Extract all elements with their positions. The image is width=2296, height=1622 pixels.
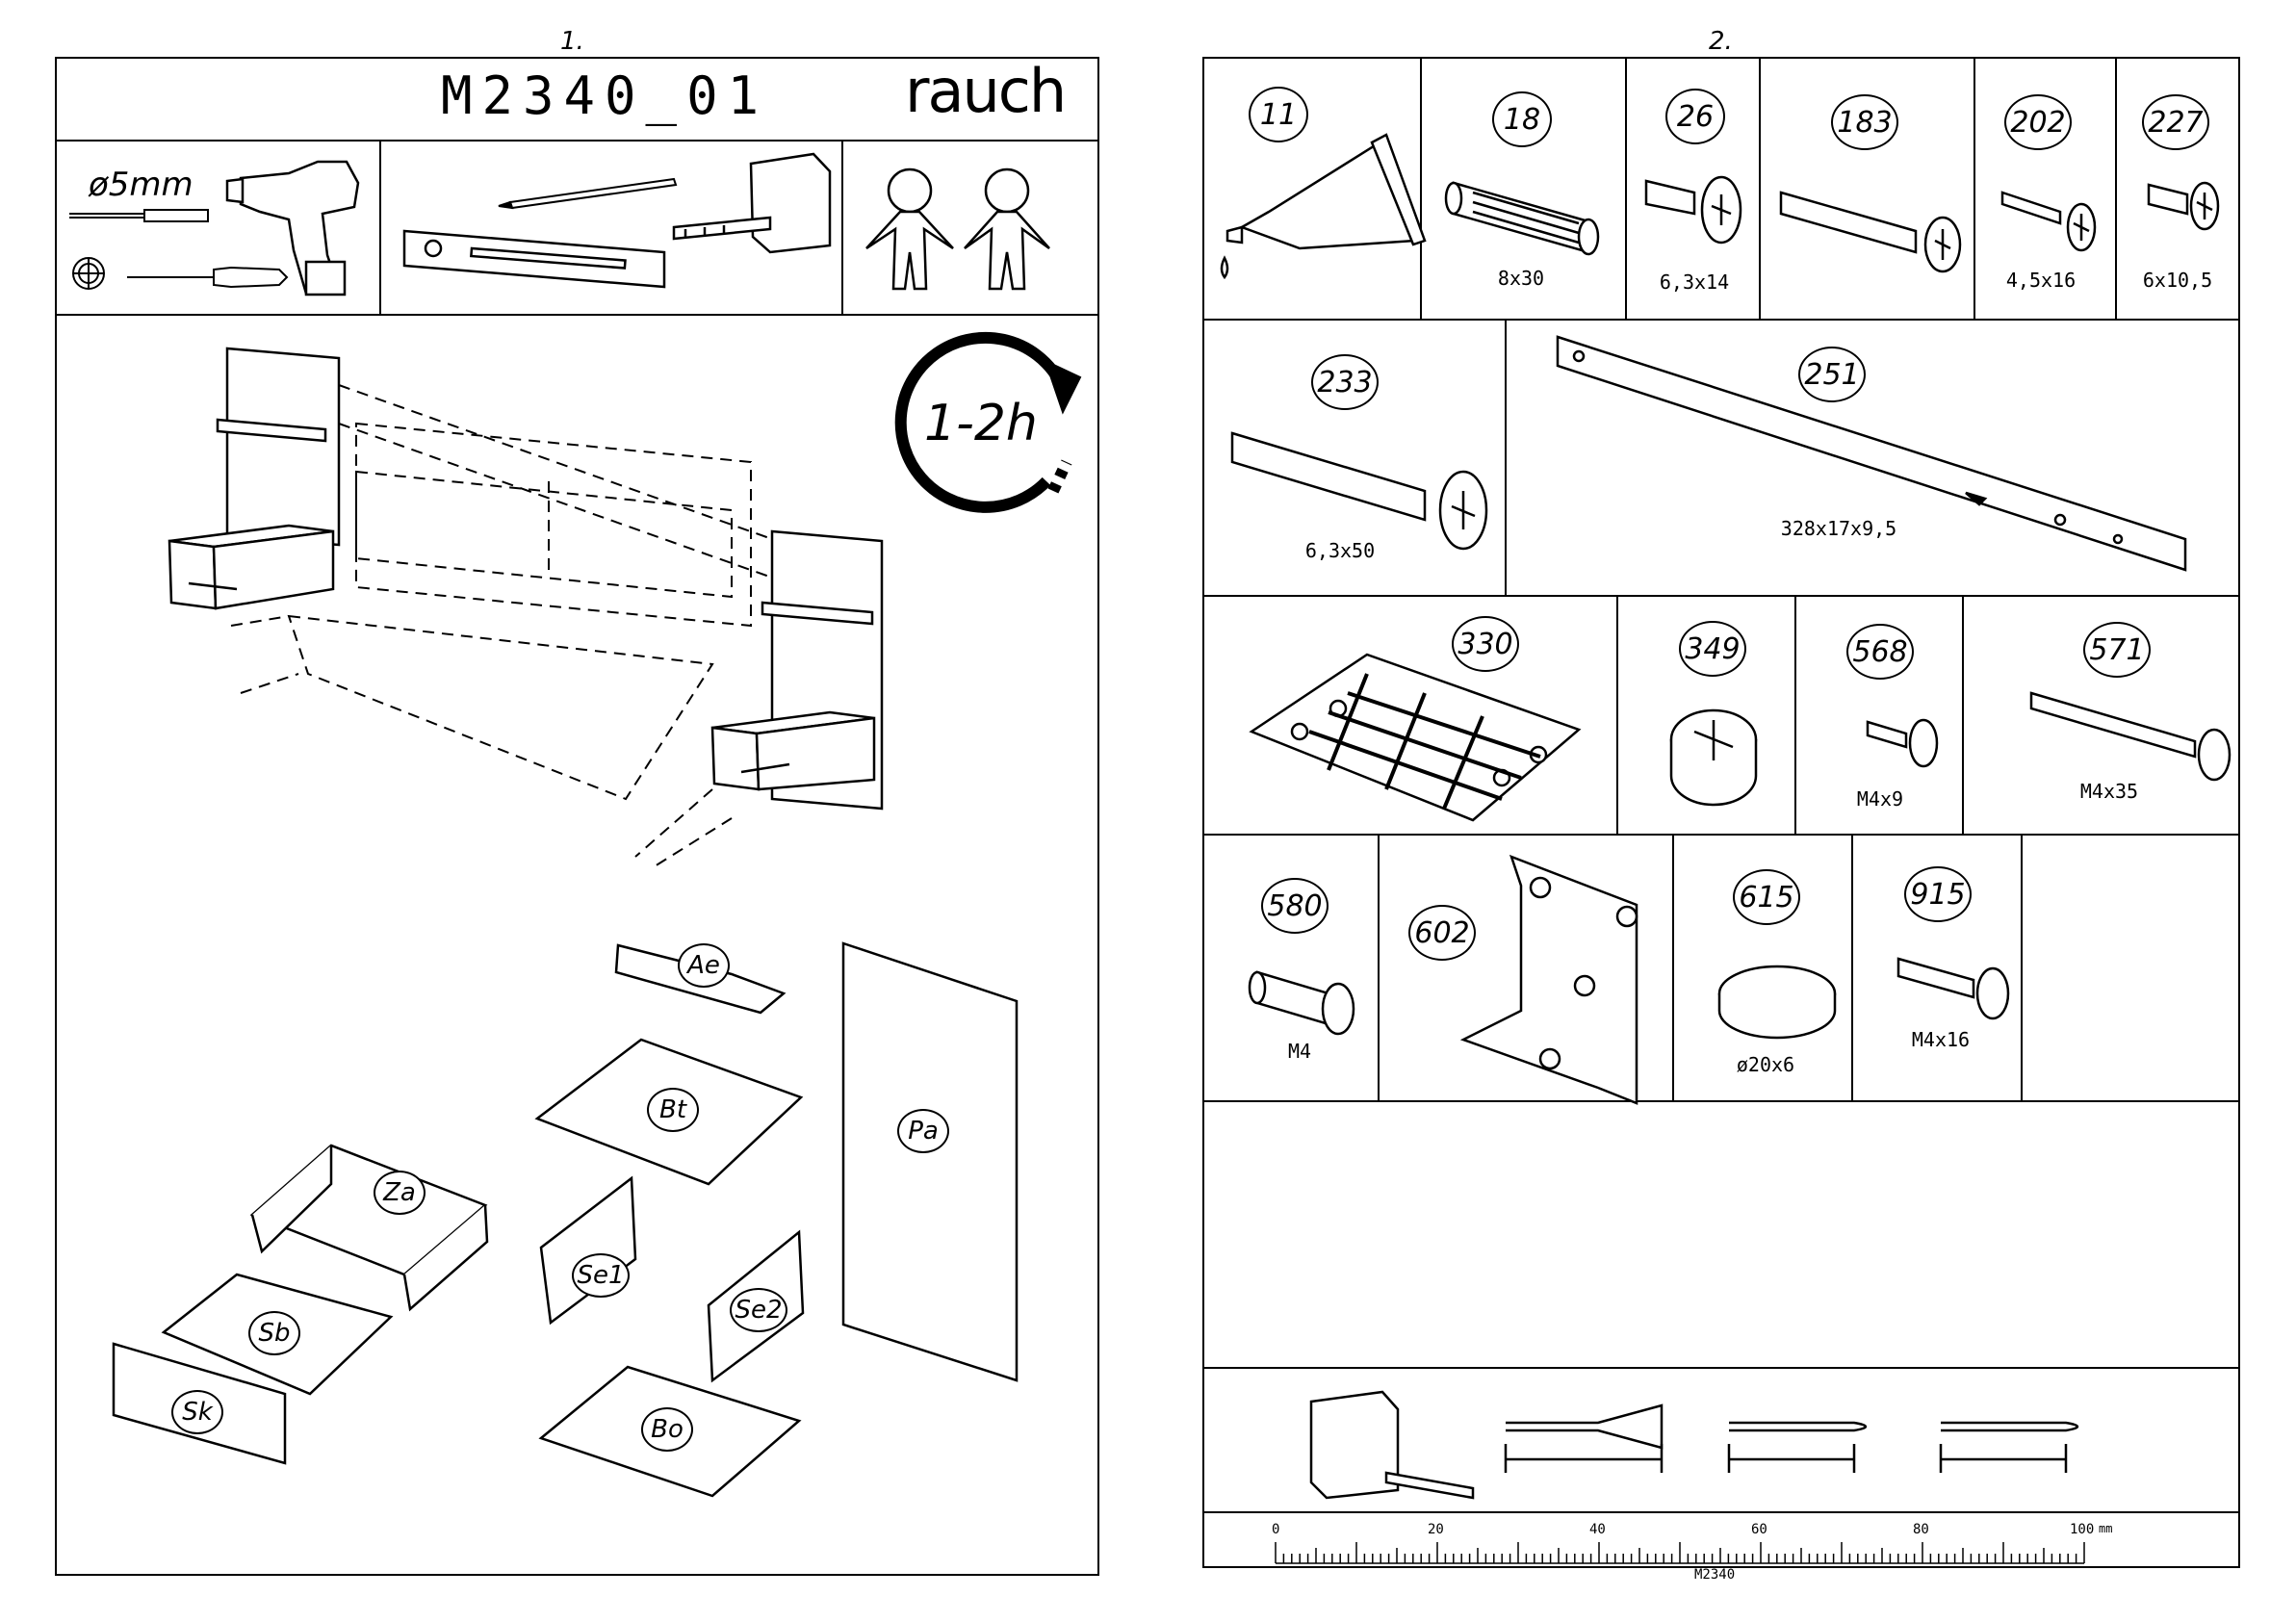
ruler-label: 40	[1589, 1522, 1606, 1537]
bolt-icon	[1868, 720, 1937, 766]
ruler-code: M2340	[1694, 1567, 1735, 1583]
ruler-label: 80	[1913, 1522, 1929, 1537]
mounting-plate-icon	[1251, 655, 1579, 820]
ruler	[1276, 1542, 2084, 1563]
screw-icon	[2002, 193, 2095, 250]
screw-gauge-icon	[1506, 1405, 2077, 1473]
long-screw-icon	[1232, 433, 1486, 549]
glue-tube-icon	[1222, 135, 1425, 277]
long-bolt-icon	[2031, 693, 2230, 780]
furniture-glide-icon	[1719, 966, 1835, 1038]
ruler-label: 20	[1428, 1522, 1444, 1537]
sleeve-connector-icon	[1250, 972, 1354, 1034]
angle-bracket-icon	[1463, 857, 1637, 1103]
bolt-icon	[1898, 959, 2008, 1018]
connector-bolt-icon	[1781, 193, 1960, 271]
tape-measure-icon	[1311, 1392, 1473, 1498]
screw-icon	[2149, 183, 2218, 229]
ruler-label: 0	[1272, 1522, 1279, 1537]
cam-lock-icon	[1671, 710, 1756, 805]
ruler-label: 100	[2070, 1522, 2094, 1537]
dowel-icon	[1446, 183, 1598, 254]
ruler-label: 60	[1751, 1522, 1767, 1537]
screw-icon	[1646, 177, 1741, 243]
rail-icon	[1558, 337, 2185, 570]
ruler-unit: mm	[2099, 1522, 2112, 1535]
